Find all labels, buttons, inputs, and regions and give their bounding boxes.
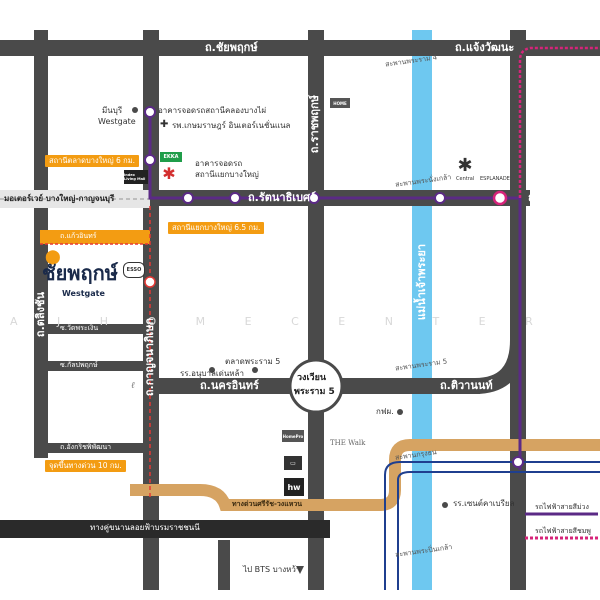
label-esplanade: ESPLANADE — [480, 176, 510, 182]
label-central: Central — [456, 176, 475, 182]
label-road-top: ถ.ชัยพฤกษ์ — [205, 41, 258, 54]
label-megabangna: มีนบุรี — [102, 106, 123, 115]
project-name: ชัยพฤกษ์ — [42, 261, 118, 285]
label-road-left: ถ.ตลิ่งชัน — [34, 292, 47, 338]
road-soi-chaiyaphruek — [34, 443, 149, 453]
central-star-icon: ✱ — [162, 163, 176, 183]
label-hospital: รพ.เกษมราษฎร์ อินเตอร์เนชั่นแนล — [172, 121, 291, 130]
orange-label-lumpini: จุดขึ้นทางด่วน 10 กม. — [45, 460, 126, 472]
label-road-ratchaphruek: ถ.ราชพฤกษ์ — [308, 95, 321, 154]
esso-icon: ESSO — [123, 262, 145, 278]
orange-label-interchange: สถานีแยกบางใหญ่ 6.5 กม. — [168, 222, 265, 234]
central-logo-icon: ✱ — [457, 154, 473, 176]
index-living-icon: Index Living Mall — [124, 170, 148, 184]
label-soi-chaiyaphruek: ถ.อังกริชพิพัฒนา — [60, 443, 112, 451]
hw-icon: hw — [284, 478, 304, 496]
station-2[interactable] — [144, 154, 156, 166]
dot-mega — [132, 107, 138, 113]
label-road-ratthanathibet: ถ.รัตนาธิเบศร์ — [248, 191, 316, 204]
watermark: A J H O M E C E N T E R — [10, 315, 551, 328]
station-westgate[interactable] — [144, 276, 156, 288]
label-road-nakhon-in: ถ.นครอินทร์ — [200, 379, 259, 392]
label-westgate-small: Westgate — [98, 117, 136, 126]
label-parking2: อาคารจอดรถ — [195, 159, 243, 168]
legend-pink-label: รถไฟฟ้าสายสีชมพู — [535, 527, 591, 535]
label-roundabout-2: พระราม 5 — [294, 387, 335, 397]
station-4[interactable] — [229, 192, 241, 204]
station-1[interactable] — [144, 106, 156, 118]
blue-line-south-2 — [397, 471, 600, 590]
homepro-text: HomePro — [282, 433, 304, 439]
hospital-cross-icon: ✚ — [160, 119, 169, 130]
swirl-logo-icon: ℓ — [131, 380, 135, 391]
label-road-ngamwongwan: ถ.งามวงศ์วาน — [528, 191, 597, 204]
label-parking2b: สถานีแยกบางใหญ่ — [195, 170, 259, 179]
label-market: ตลาดพระราม 5 — [225, 357, 281, 366]
label-motorway: มอเตอร์เวย์ บางใหญ่-กาญจนบุรี — [4, 194, 115, 203]
label-the-walk: THE Walk — [330, 439, 366, 447]
legend-purple-label: รถไฟฟ้าสายสีม่วง — [535, 503, 589, 511]
hw-text: hw — [287, 482, 301, 492]
label-roundabout-1: วงเวียน — [297, 373, 327, 383]
label-school: รร.อนุบาลเด่นหล้า — [180, 369, 244, 378]
road-vertical-ratchaphruek — [308, 30, 324, 590]
expressway-path — [130, 439, 600, 511]
road-tiwanon-curve — [474, 200, 526, 394]
kaew-in-road — [40, 230, 150, 244]
roundabout-rama5 — [288, 358, 344, 414]
road-chaiyaphruek — [0, 40, 600, 56]
station-6[interactable] — [434, 192, 446, 204]
road-vertical-south-left — [218, 540, 230, 590]
label-soi-kanlapa: ซ.กัลปพฤกษ์ — [60, 361, 98, 369]
label-river: แม่น้ำเจ้าพระยา — [415, 244, 428, 321]
station-7[interactable] — [512, 456, 524, 468]
label-bts: ไป BTS บางหว้า — [243, 565, 301, 574]
motorway-band — [0, 190, 150, 208]
station-3[interactable] — [182, 192, 194, 204]
dot-market — [252, 367, 258, 373]
esso-text: ESSO — [126, 267, 142, 273]
station-interchange[interactable] — [492, 190, 508, 206]
index-text: Index Living Mall — [124, 173, 146, 181]
label-road-tiwanon: ถ.ติวานนท์ — [440, 379, 493, 392]
label-school2: รร.เซนต์คาเบรียล — [453, 499, 515, 508]
pink-line — [518, 46, 600, 198]
label-kaew-in: ถ.แก้วอินทร์ — [60, 232, 97, 240]
road-south-parallel — [0, 520, 330, 538]
project-sub: Westgate — [62, 289, 105, 298]
orange-label-bang-yai: สถานีตลาดบางใหญ่ 6 กม. — [45, 155, 140, 167]
label-parallel-road: ทางคู่ขนานลอยฟ้าบรมราชชนนี — [90, 523, 200, 532]
ekkachai-badge-icon: EKKA — [160, 152, 182, 162]
dot-pea — [397, 409, 403, 415]
label-soi-wat: ซ.วัดพระเงิน — [60, 324, 99, 332]
dot-school — [209, 367, 215, 373]
label-road-chaengwattana: ถ.แจ้งวัฒนะ — [455, 41, 515, 54]
tv-icon: ▭ — [284, 456, 302, 470]
homepro-2-icon: HomePro — [282, 430, 304, 442]
road-soi-kanlapa — [34, 361, 149, 371]
label-expressway: ทางด่วนศรีรัช-วงแหวน — [232, 500, 303, 508]
location-pin-icon: ⬤ — [45, 249, 61, 265]
blue-line-south — [384, 461, 600, 590]
south-arrow — [296, 566, 304, 574]
station-5[interactable] — [308, 192, 320, 204]
label-pea: กฟผ. — [376, 407, 394, 416]
label-metro-office: อาคารจอดรถสถานีคลองบางไผ่ — [158, 106, 267, 115]
homepro-icon: HOME — [330, 98, 350, 108]
road-soi-wat — [34, 324, 149, 334]
dot-school2 — [442, 502, 448, 508]
